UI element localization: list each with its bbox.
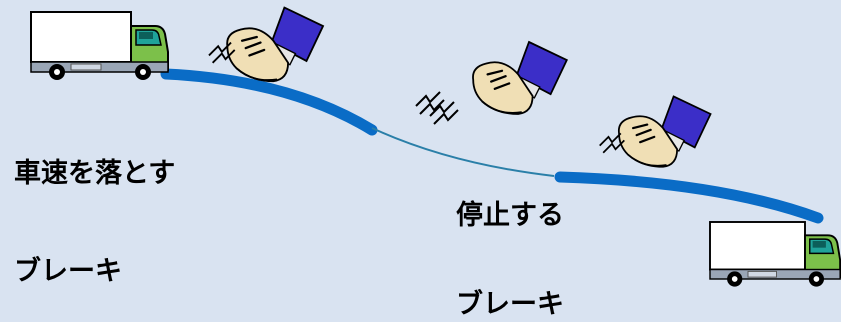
road-coasting-segment <box>371 127 555 177</box>
label-reduce-speed: 車速を落とす <box>14 158 176 189</box>
motion-lines-icon <box>415 91 459 125</box>
label-brake-right: ブレーキ <box>456 289 564 320</box>
road-stop-segment <box>554 171 824 224</box>
brake-pedal-foot-icon <box>471 40 568 116</box>
label-brake-left: ブレーキ <box>14 256 122 287</box>
brake-pedal-foot-icon <box>598 95 712 168</box>
road-braking-segment <box>160 68 378 136</box>
truck-stopped-icon <box>709 221 841 288</box>
truck-start-icon <box>30 11 169 81</box>
label-stop: 停止する <box>456 200 564 231</box>
brake-pedal-foot-icon <box>208 6 325 83</box>
